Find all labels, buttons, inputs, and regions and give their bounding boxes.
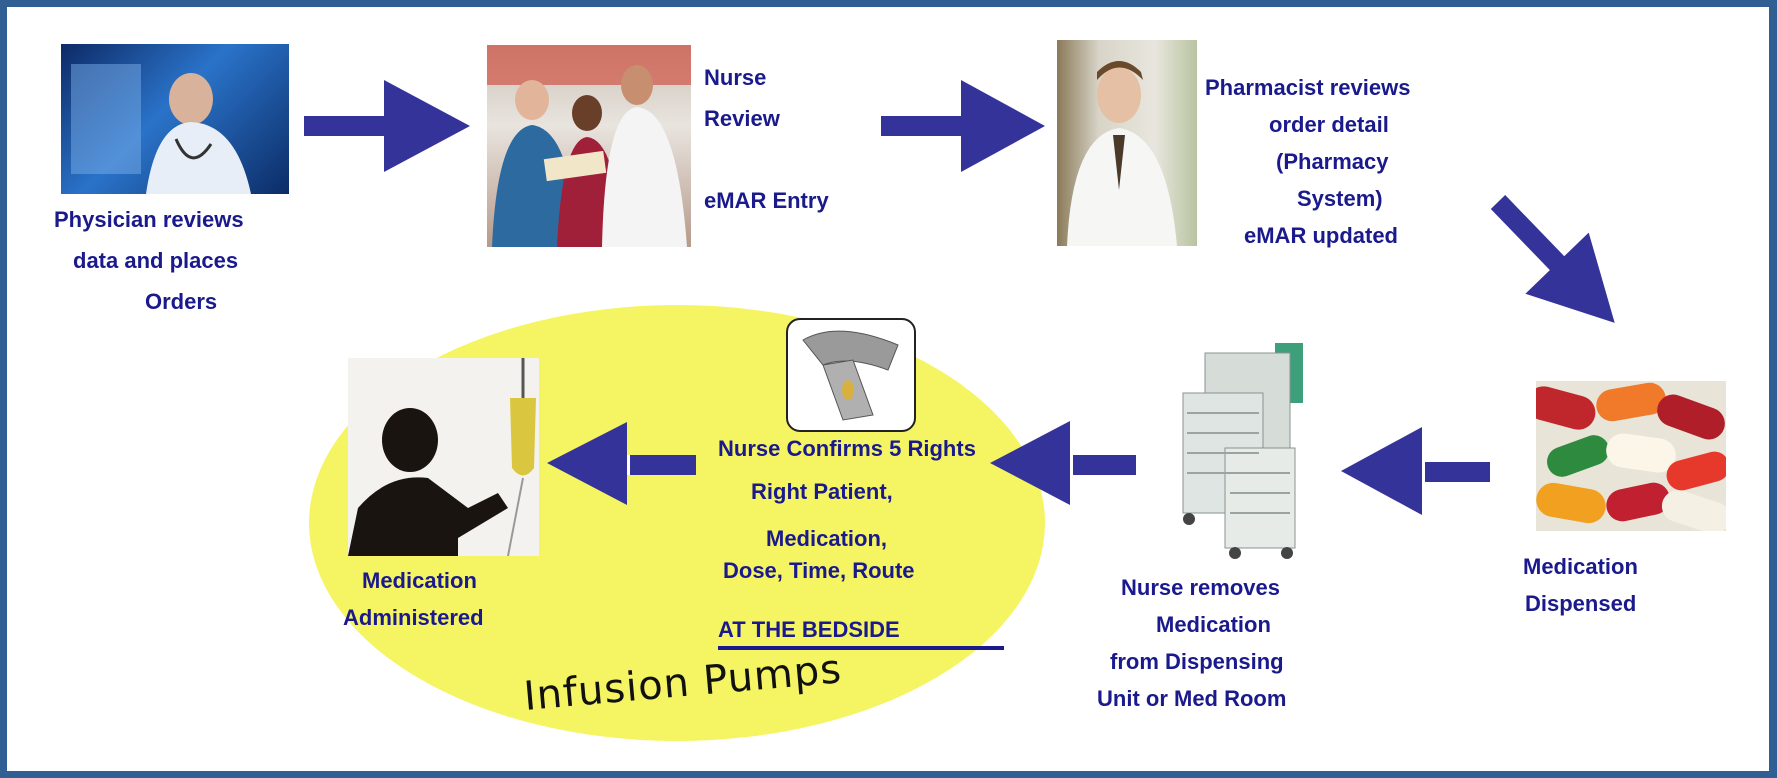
administered-label-1: Medication (362, 568, 477, 593)
administered-label-2: Administered (343, 605, 484, 630)
nurse-removes-label-2: Medication (1156, 612, 1271, 637)
arrow-nurse-to-pharmacist (881, 80, 1045, 172)
physician-photo (61, 44, 289, 194)
medication-carts-photo (1175, 343, 1303, 563)
pharmacist-label-3: (Pharmacy (1276, 149, 1389, 174)
confirm-rights-label-1: Nurse Confirms 5 Rights (718, 436, 976, 461)
arrow-removes-to-confirm (990, 421, 1136, 505)
nurse-review-label-2: Review (704, 106, 780, 131)
confirm-rights-label-2: Right Patient, (751, 479, 893, 504)
nurse-removes-label-4: Unit or Med Room (1097, 686, 1287, 711)
pills-icon (1536, 382, 1726, 531)
pharmacist-photo (1057, 40, 1197, 246)
pills-photo (1536, 381, 1726, 531)
physician-icon (71, 64, 251, 194)
arrow-pharmacist-to-dispensed (1490, 195, 1615, 323)
physician-label-3: Orders (145, 289, 218, 314)
nurse-iv-photo (348, 358, 539, 556)
nurse-review-label-3: eMAR Entry (704, 188, 829, 213)
barcode-scanner-photo (786, 318, 916, 432)
confirm-rights-label-4: Dose, Time, Route (723, 558, 915, 583)
confirm-rights-label-3: Medication, (766, 526, 888, 551)
bedside-label: AT THE BEDSIDE (718, 617, 900, 642)
scanner-icon (802, 330, 899, 421)
pharmacist-icon (1067, 61, 1177, 246)
dispensed-label-2: Dispensed (1525, 591, 1637, 616)
dispensed-label-1: Medication (1523, 554, 1638, 579)
nurse-iv-icon (348, 358, 536, 556)
nurse-removes-label-1: Nurse removes (1121, 575, 1280, 600)
carts-icon (1182, 343, 1303, 559)
pharmacist-label-4: System) (1297, 186, 1383, 211)
arrow-confirm-to-administered (547, 422, 696, 505)
arrow-physician-to-nurse (304, 80, 470, 172)
physician-label-2: data and places (73, 248, 239, 273)
clinicians-icon (487, 45, 691, 247)
nurse-review-photo (487, 45, 691, 247)
pharmacist-label-1: Pharmacist reviews (1205, 75, 1411, 100)
workflow-diagram: Physician reviews data and places Orders… (7, 7, 1769, 771)
arrow-dispensed-to-nurse-removes (1341, 427, 1490, 515)
nurse-review-label-1: Nurse (704, 65, 767, 90)
physician-label-1: Physician reviews (54, 207, 244, 232)
flow-arrows (304, 80, 1615, 515)
pharmacist-label-5: eMAR updated (1244, 223, 1398, 248)
nurse-removes-label-3: from Dispensing (1110, 649, 1284, 674)
pharmacist-label-2: order detail (1269, 112, 1389, 137)
